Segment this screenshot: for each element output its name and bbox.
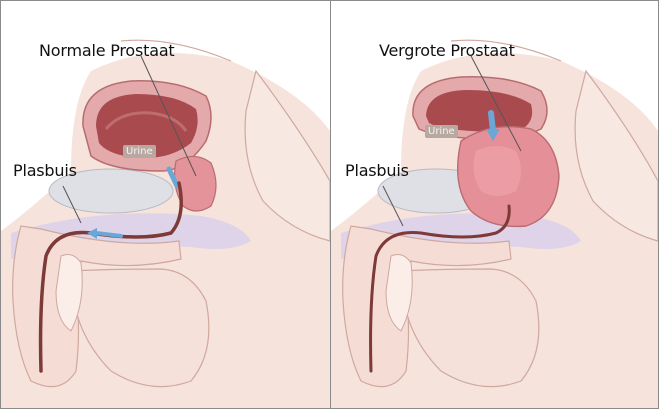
normal-prostate-title: Normale Prostaat xyxy=(39,41,175,60)
normal-prostate-illustration xyxy=(1,1,330,408)
enlarged-urethra-label: Plasbuis xyxy=(345,161,409,180)
enlarged-prostate-illustration xyxy=(331,1,658,408)
enlarged-urine-label: Urine xyxy=(425,125,458,138)
normal-urethra-label: Plasbuis xyxy=(13,161,77,180)
panel-normal-prostate: Normale Prostaat Plasbuis Urine xyxy=(1,1,330,408)
normal-urine-label: Urine xyxy=(123,145,156,158)
panel-enlarged-prostate: Vergrote Prostaat Plasbuis Urine xyxy=(331,1,658,408)
enlarged-prostate-title: Vergrote Prostaat xyxy=(379,41,515,60)
